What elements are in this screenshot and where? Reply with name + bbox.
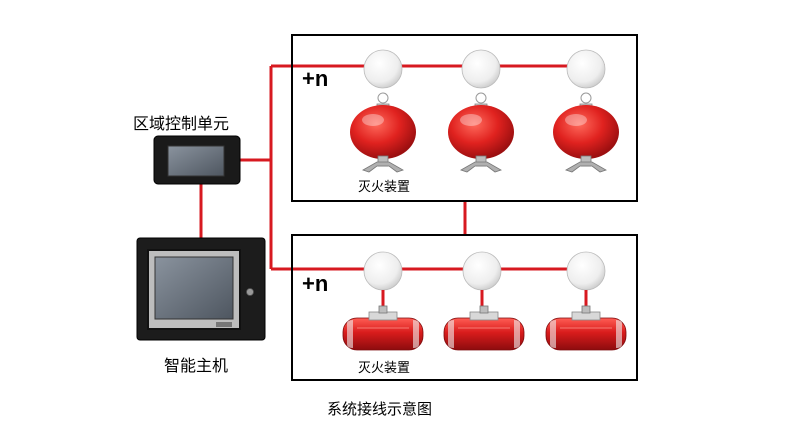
lower-device-label: 灭火装置 [358, 361, 411, 376]
upper-extinguisher-2 [447, 92, 515, 173]
upper-extinguisher-3 [552, 92, 620, 173]
intelligent-host-device [136, 237, 266, 341]
zone-controller-device [153, 135, 241, 185]
upper-device-label: 灭火装置 [358, 180, 411, 195]
lower-group-box [291, 234, 638, 381]
host-label: 智能主机 [164, 356, 229, 375]
upper-group-box [291, 34, 638, 202]
upper-detector-1 [363, 49, 403, 89]
controller-label: 区域控制单元 [133, 114, 230, 133]
lower-detector-1 [363, 251, 403, 291]
lower-detector-2 [462, 251, 502, 291]
lower-expand-label: +n [302, 271, 329, 296]
lower-extinguisher-2 [443, 305, 525, 351]
diagram-caption: 系统接线示意图 [327, 400, 433, 418]
lower-detector-3 [566, 251, 606, 291]
lower-extinguisher-3 [545, 305, 627, 351]
upper-extinguisher-1 [349, 92, 417, 173]
upper-detector-2 [461, 49, 501, 89]
upper-detector-3 [566, 49, 606, 89]
upper-expand-label: +n [302, 66, 329, 91]
lower-extinguisher-1 [342, 305, 424, 351]
